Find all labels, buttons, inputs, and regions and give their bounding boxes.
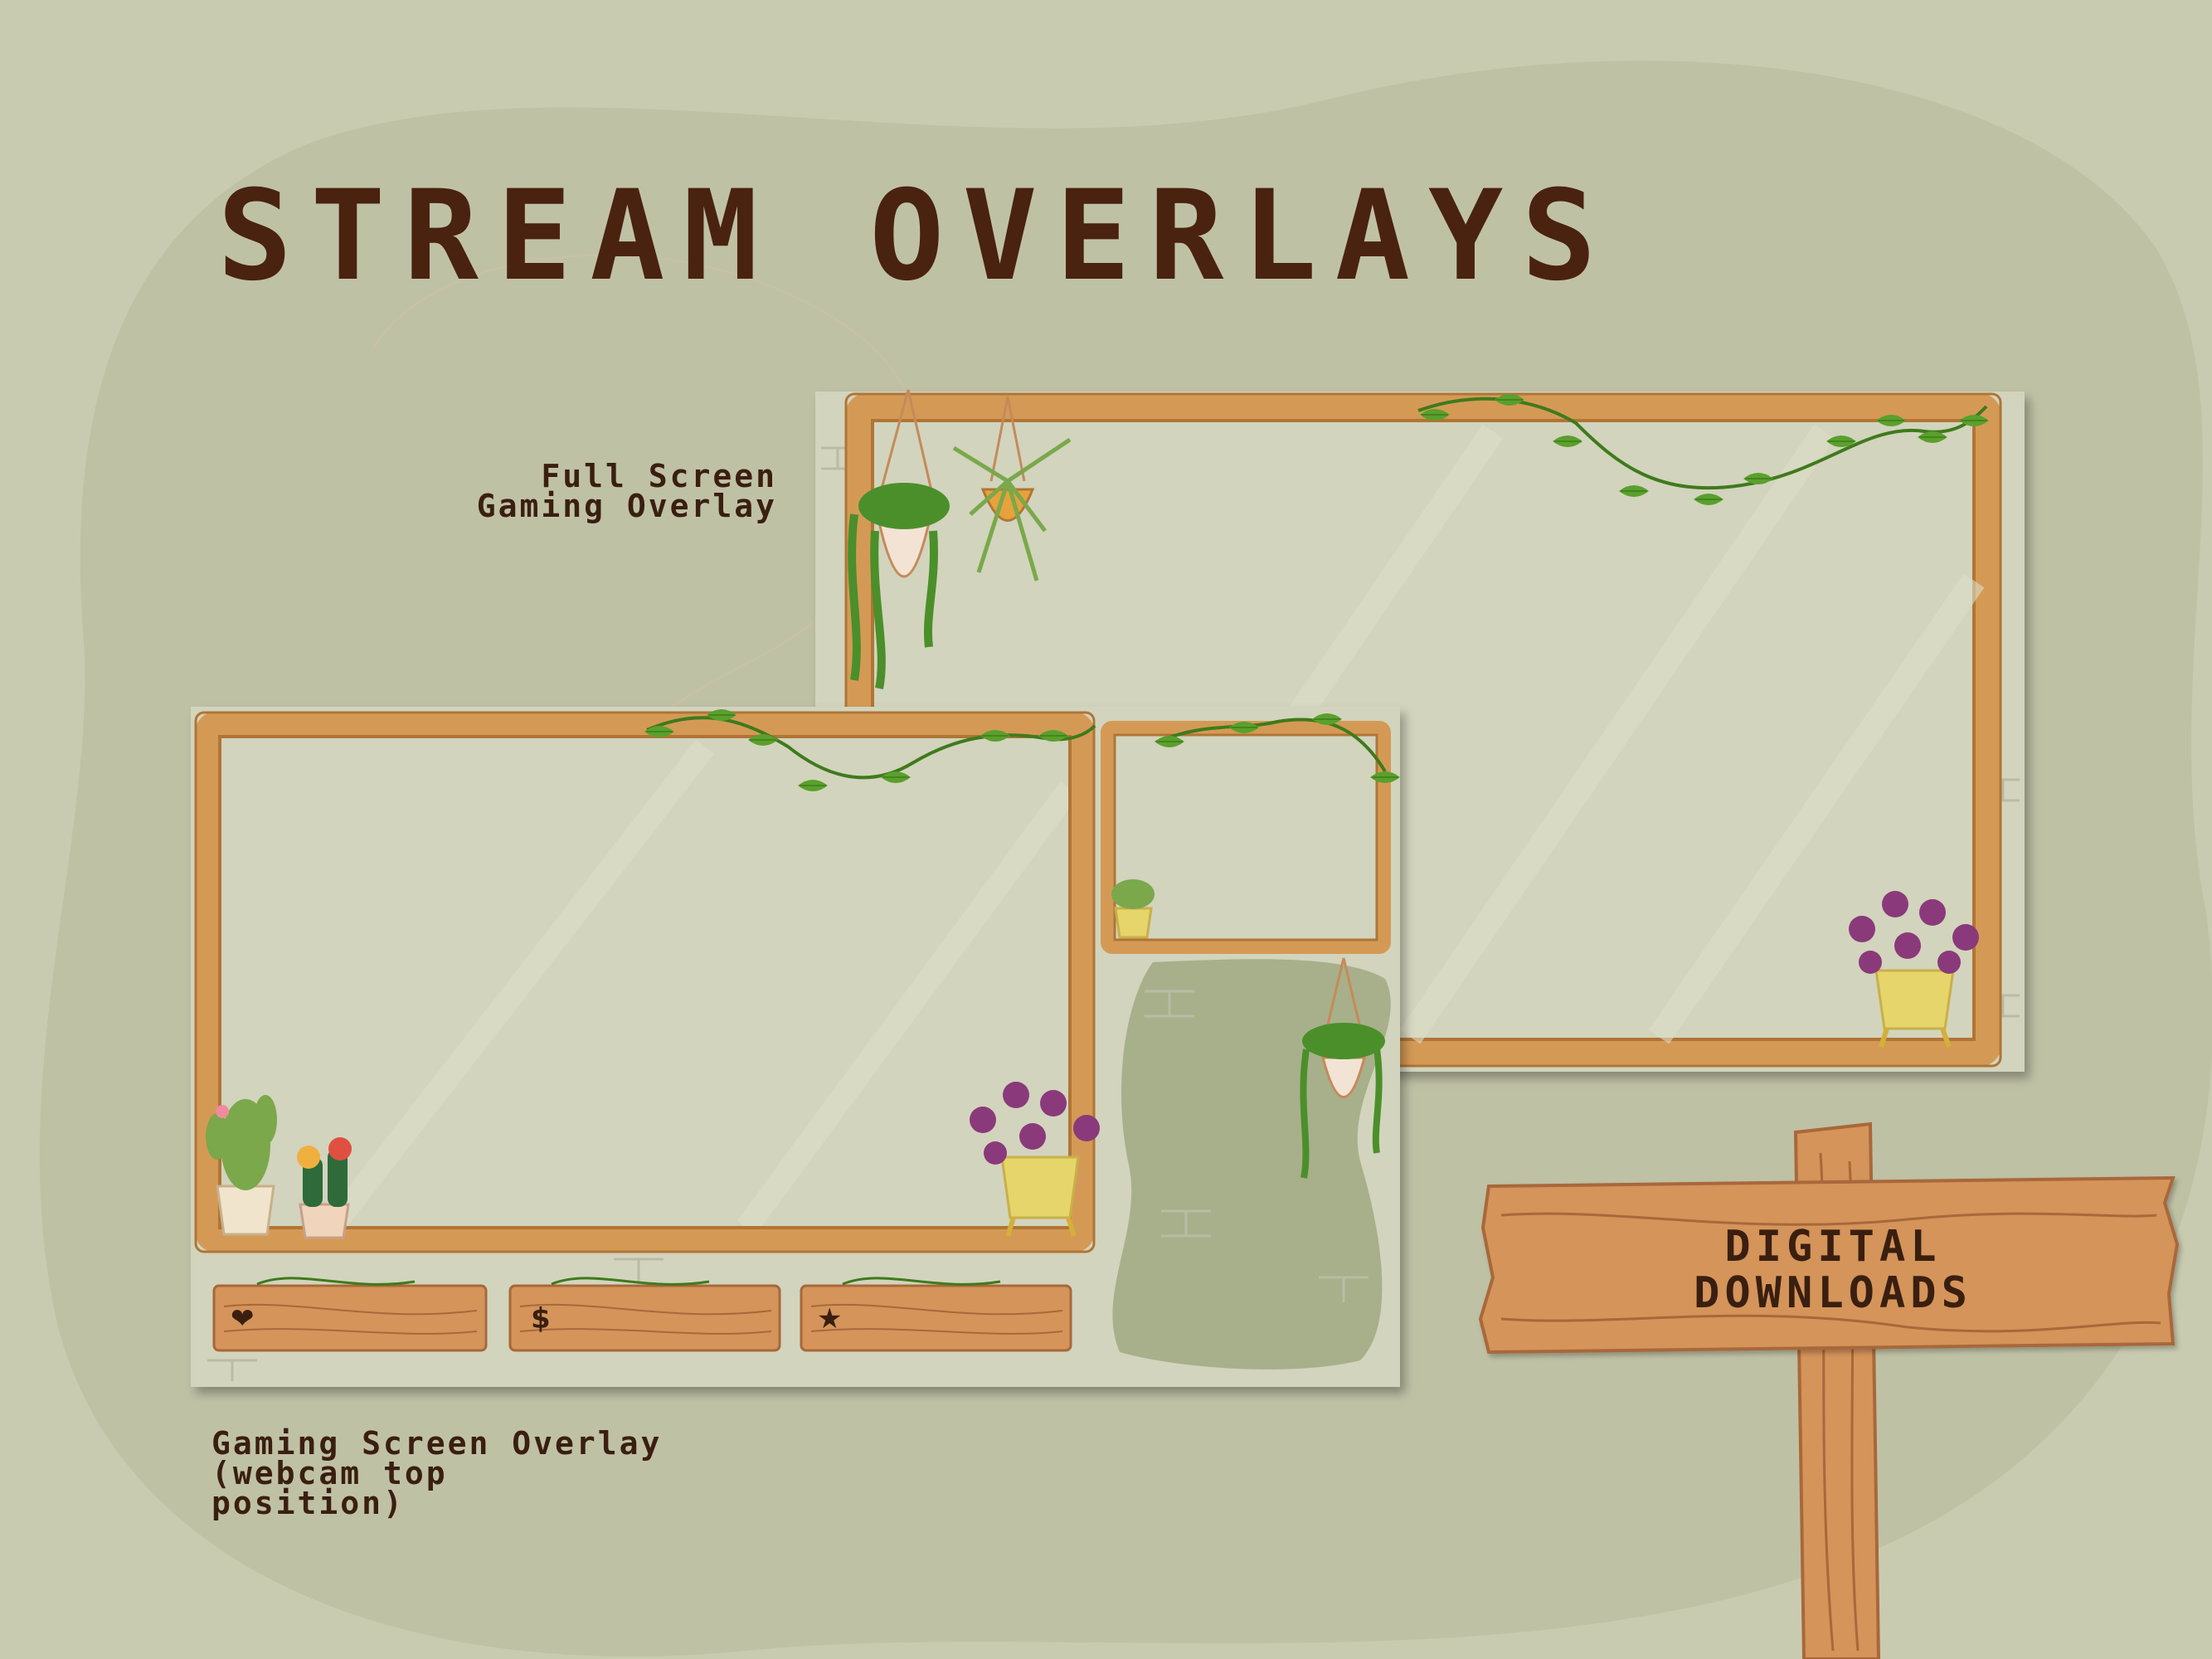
full-screen-overlay-label-line: Gaming Overlay <box>476 488 777 524</box>
full-screen-overlay-label-line: Full Screen <box>541 458 777 494</box>
flower-pot-purple <box>1849 891 1979 1048</box>
gaming-overlay-label: Gaming Screen Overlay (webcam top positi… <box>211 1425 663 1521</box>
hanging-plant-left <box>848 389 950 689</box>
star-icon: ★ <box>817 1302 843 1335</box>
cactus-pot-left <box>206 1095 277 1236</box>
glass-streaks-gaming <box>322 739 1080 1235</box>
dollar-icon: $ <box>531 1302 551 1335</box>
sign-text-line: DIGITAL <box>1724 1222 1942 1272</box>
vine-webcam-top <box>1156 718 1387 773</box>
info-plank-heart <box>212 1277 488 1352</box>
gaming-overlay-label-line: position) <box>211 1485 405 1521</box>
flower-pot-purple-gaming <box>970 1082 1100 1237</box>
info-plank-dollar <box>508 1277 781 1352</box>
page-title: STREAM OVERLAYS <box>217 164 1615 309</box>
sign-text-line: DOWNLOADS <box>1694 1268 1972 1318</box>
sign-board <box>1478 1175 2180 1355</box>
game-frame-inner-edge <box>218 735 1072 1229</box>
sign-text: DIGITAL DOWNLOADS <box>1543 1224 2123 1316</box>
info-plank-star <box>800 1277 1072 1352</box>
hanging-plant-right <box>952 396 1072 581</box>
gaming-overlay-label-line: Gaming Screen Overlay <box>211 1425 663 1462</box>
digital-downloads-sign <box>1478 1121 2180 1659</box>
brick-pattern-gaming <box>207 990 1369 1381</box>
game-frame-outer-edge <box>194 711 1096 1253</box>
cactus-pot-right <box>297 1137 352 1239</box>
game-frame <box>196 713 1094 1252</box>
webcam-frame-inner-edge <box>1113 733 1378 941</box>
gaming-screen-overlay <box>191 707 1401 1387</box>
side-panel-blob <box>1112 959 1391 1370</box>
heart-icon: ❤ <box>231 1302 255 1335</box>
succulent-pot <box>1111 879 1155 939</box>
hanging-plant-side <box>1300 957 1385 1179</box>
full-screen-overlay-label: Full Screen Gaming Overlay <box>476 458 777 524</box>
gaming-overlay-label-line: (webcam top <box>211 1455 448 1491</box>
vine-full-top <box>1417 397 1988 490</box>
